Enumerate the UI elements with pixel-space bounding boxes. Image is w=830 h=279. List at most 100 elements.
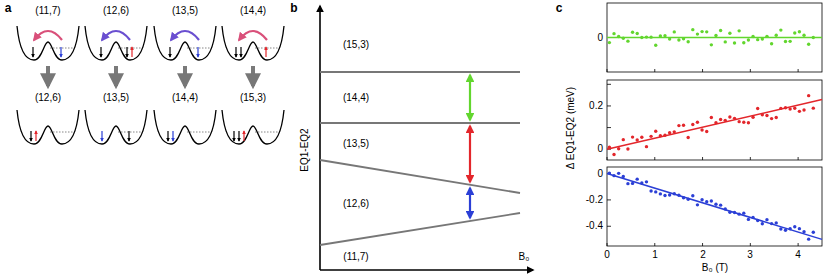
panel-a-art [17,26,284,144]
data-point [798,30,801,33]
axis-label: EQ1-EQ2 [299,128,311,171]
data-point [812,231,815,234]
data-point [686,40,689,43]
y-tick [607,84,611,85]
x-tick [654,243,655,246]
level-label: (12,6) [343,198,369,210]
data-point [765,114,768,117]
data-point [798,227,801,230]
transition-arrow [114,66,118,86]
data-point [751,35,754,38]
data-point [631,182,634,185]
data-point [765,218,768,221]
spin-arrow [32,47,33,57]
data-point [765,35,768,38]
data-point [779,227,782,230]
x-tick [702,157,703,160]
fermi-level [187,132,211,133]
spin-arrow [35,131,36,141]
x-tick [798,157,799,160]
data-point [682,37,685,40]
data-point [714,34,717,37]
tick-label: 0 [604,249,610,261]
data-point [761,37,764,40]
y-tick [607,199,611,200]
data-point [631,31,634,34]
data-point [696,203,699,206]
data-point [696,32,699,35]
energy-level [320,71,520,73]
y-tick [607,226,611,227]
data-point [737,120,740,123]
data-point [770,117,773,120]
data-point [663,34,666,37]
data-point [788,227,791,230]
spin-arrow [167,131,168,141]
plot-frame [607,80,822,160]
state-label: (15,3) [240,92,266,104]
fit-line [607,174,822,240]
spin-arrow [172,131,173,141]
level-label: (15,3) [343,39,369,51]
x-tick [702,243,703,246]
data-point [622,138,625,141]
data-point [668,131,671,134]
x-axis [320,269,533,271]
data-point [812,106,815,109]
tick-label: 0 [597,143,603,155]
tick-label: 2 [700,249,706,261]
spin-arrow [101,131,102,141]
data-point [779,28,782,31]
data-point [705,200,708,203]
data-point [622,175,625,178]
panel-letter: c [556,2,563,16]
data-point [631,135,634,138]
spin-arrow [243,131,244,141]
axis-label: B₀ (T) [702,262,728,274]
data-point [798,110,801,113]
spin-arrow [265,47,266,57]
energy-gap-arrow [469,126,471,182]
fermi-level [50,48,74,49]
spin-arrow [197,47,198,57]
data-point [696,121,699,124]
double-well [17,26,79,60]
data-point [714,203,717,206]
double-well [85,26,147,60]
data-point [747,218,750,221]
data-point [751,116,754,119]
tick-label: 1 [652,249,658,261]
data-point [756,219,759,222]
data-point [649,135,652,138]
data-point [802,230,805,233]
data-point [673,130,676,133]
data-point [788,107,791,110]
axis-label: B₀ [519,251,530,263]
data-point [775,116,778,119]
data-point [742,121,745,124]
data-point [682,196,685,199]
data-point [686,198,689,201]
data-point [640,136,643,139]
data-point [737,29,740,32]
data-point [705,30,708,33]
data-point [645,145,648,148]
tick-label: 0 [597,168,603,180]
data-point [700,128,703,131]
data-point [673,192,676,195]
data-point [654,130,657,133]
fermi-level [255,48,279,49]
x-tick [702,69,703,72]
data-point [654,190,657,193]
panel-c-art [607,3,822,246]
state-label: (14,4) [172,92,198,104]
data-point [807,94,810,97]
data-point [756,107,759,110]
spin-arrow [60,47,61,57]
x-tick [607,69,608,72]
data-point [770,222,773,225]
data-point [742,211,745,214]
data-point [788,40,791,43]
data-point [668,37,671,40]
